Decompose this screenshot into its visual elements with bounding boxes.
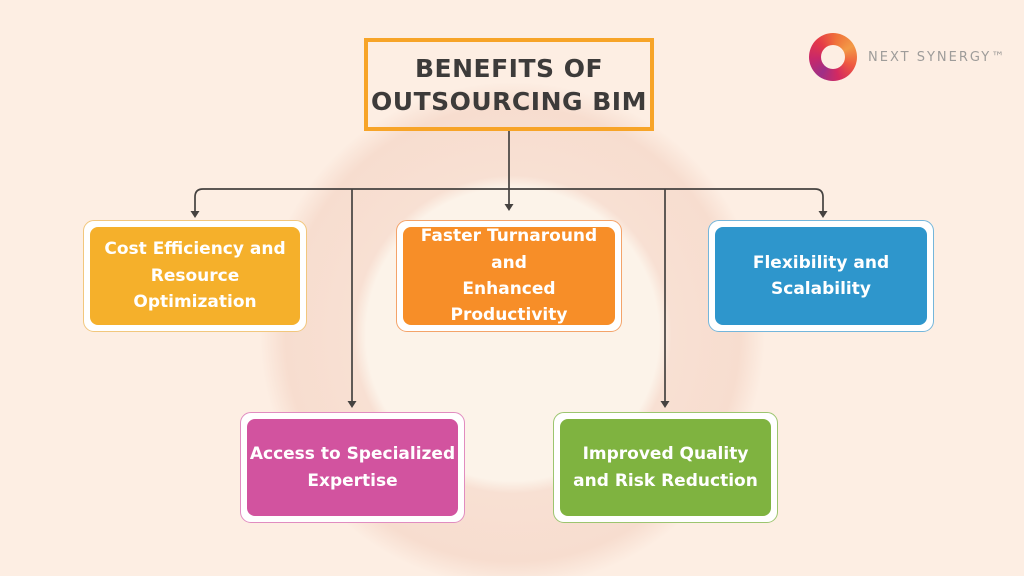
- benefit-label-line: Faster Turnaround and: [420, 226, 598, 273]
- benefit-node-fill: Flexibility and Scalability: [715, 227, 927, 325]
- arrowhead-left: [190, 211, 200, 218]
- benefit-node-fill: Cost Efficiency and Resource Optimizatio…: [90, 227, 300, 325]
- benefit-label-line: Improved Quality: [582, 444, 749, 465]
- benefit-node-flexibility-scalability: Flexibility and Scalability: [708, 220, 934, 332]
- gradient-ring-icon: [809, 33, 857, 81]
- brand-logo: NEXT SYNERGY™: [809, 33, 1006, 81]
- arrowhead-right: [818, 211, 828, 218]
- benefit-node-cost-efficiency: Cost Efficiency and Resource Optimizatio…: [83, 220, 307, 332]
- diagram-title-box: BENEFITS OF OUTSOURCING BIM: [364, 38, 654, 131]
- arrowhead-bottom-left: [347, 401, 357, 408]
- benefit-node-faster-turnaround: Faster Turnaround and Enhanced Productiv…: [396, 220, 622, 332]
- benefit-label-line: Access to Specialized: [249, 444, 456, 465]
- connector-rail: [194, 188, 824, 211]
- benefit-label-line: and Risk Reduction: [573, 470, 758, 491]
- diagram-title-line2: OUTSOURCING BIM: [371, 86, 647, 116]
- benefit-label-line: Enhanced Productivity: [450, 279, 568, 326]
- benefit-node-fill: Faster Turnaround and Enhanced Productiv…: [403, 226, 615, 325]
- benefit-node-improved-quality: Improved Quality and Risk Reduction: [553, 412, 778, 523]
- benefit-label-line: Resource Optimization: [133, 265, 257, 313]
- benefit-node-fill: Improved Quality and Risk Reduction: [560, 419, 771, 516]
- benefit-node-specialized-expertise: Access to Specialized Expertise: [240, 412, 465, 523]
- arrowhead-bottom-right: [660, 401, 670, 408]
- benefit-label-line: Flexibility and: [752, 252, 890, 273]
- benefit-label-line: Cost Efficiency and: [104, 239, 286, 260]
- benefit-label-line: Expertise: [307, 470, 398, 491]
- diagram-title-line1: BENEFITS OF: [414, 53, 604, 83]
- arrowhead-center: [504, 204, 514, 211]
- brand-name: NEXT SYNERGY™: [868, 49, 1007, 65]
- benefit-node-fill: Access to Specialized Expertise: [247, 419, 458, 516]
- benefit-label-line: Scalability: [771, 279, 871, 299]
